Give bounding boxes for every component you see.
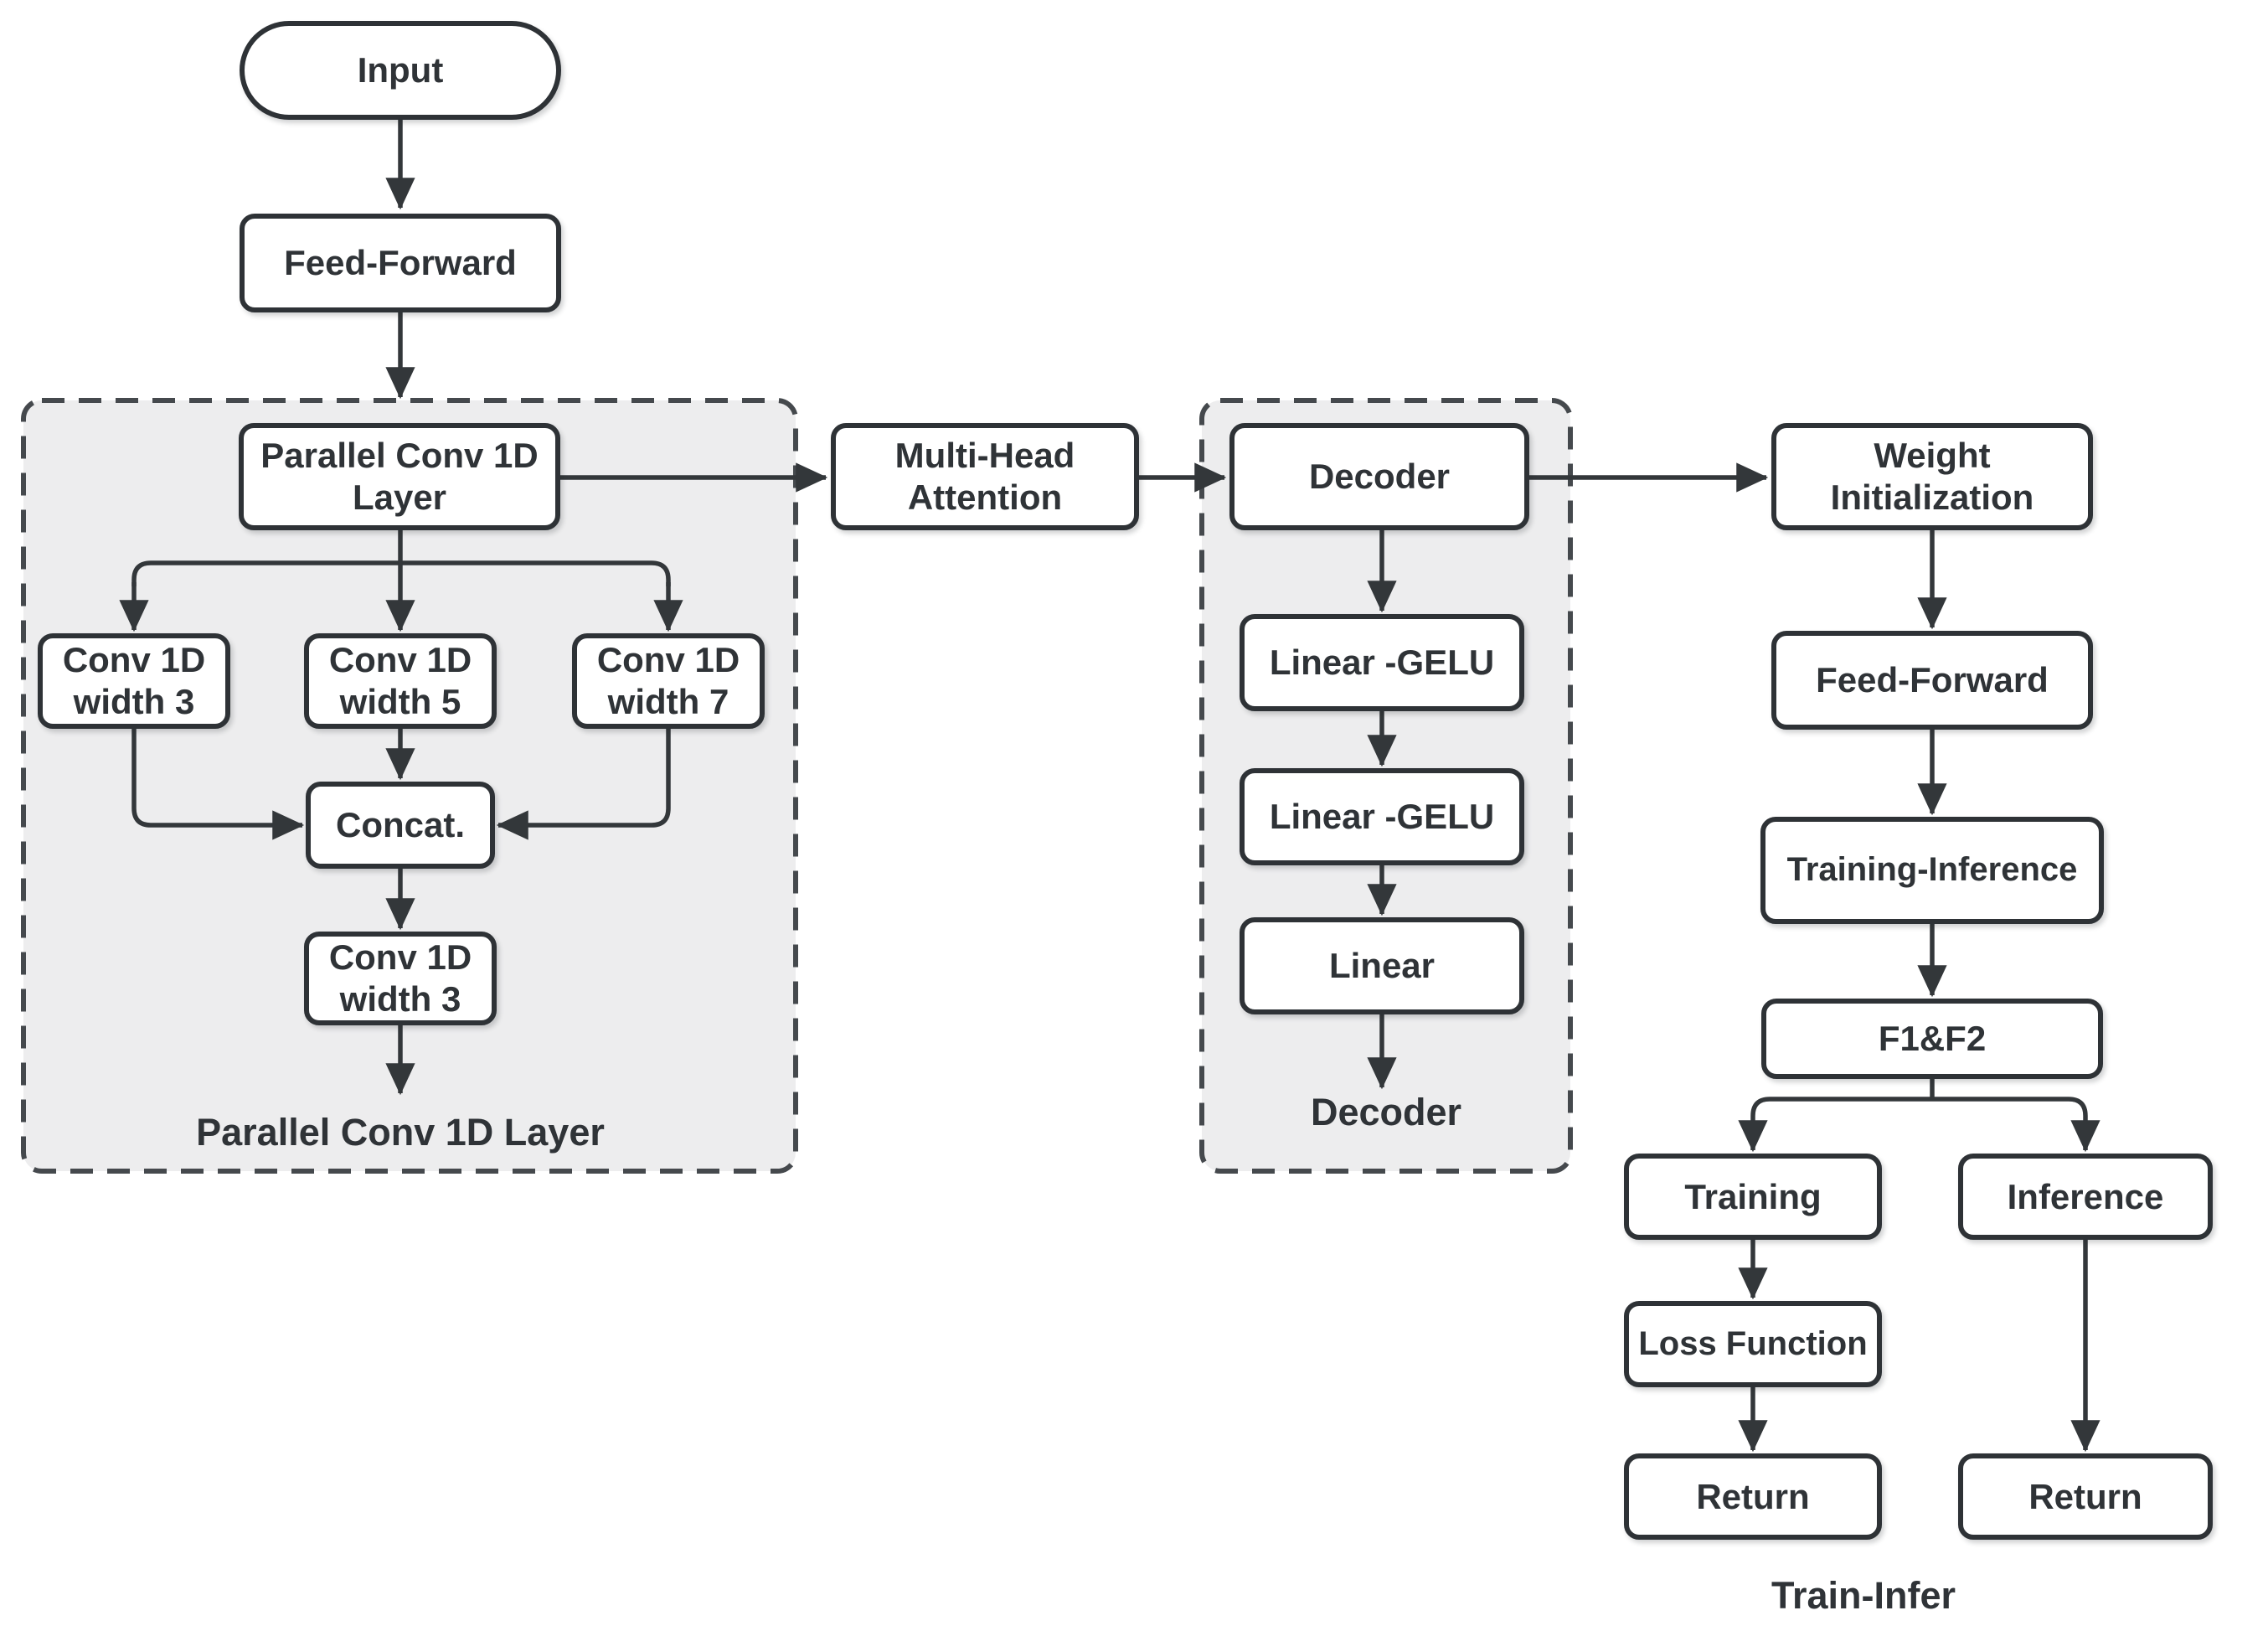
node-concat-label: Concat. [335,805,465,845]
node-feed-forward-2-label: Feed-Forward [1816,660,2049,700]
node-feed-forward-2: Feed-Forward [1771,631,2093,730]
node-conv-w3b-line1: Conv 1D [328,937,472,978]
node-weight-init-line2: Initialization [1830,477,2034,517]
node-training-inference-label: Training-Inference [1786,851,2078,889]
node-mha-line1: Multi-Head [894,436,1075,476]
edge-f1f2-to-inference [1932,1097,2100,1153]
edge-split-right-arm [400,560,671,586]
node-conv-1d-width-3: Conv 1D width 3 [38,633,230,729]
node-return-inference: Return [1958,1453,2213,1540]
node-conv-w3a-line1: Conv 1D [62,640,206,680]
node-concat: Concat. [306,782,495,869]
node-conv-w3b-line2: width 3 [339,979,461,1019]
node-conv-w5-line2: width 5 [339,682,461,721]
node-conv-w7-line2: width 7 [607,682,729,721]
node-conv-1d-width-3-b: Conv 1D width 3 [304,932,497,1025]
node-conv-1d-width-7: Conv 1D width 7 [572,633,765,729]
node-training-inference: Training-Inference [1760,817,2104,924]
node-return-inference-label: Return [2028,1476,2142,1516]
node-linear-gelu-2-label: Linear -GELU [1269,797,1495,837]
node-f1-f2: F1&F2 [1761,999,2103,1079]
caption-parallel-conv-group: Parallel Conv 1D Layer [196,1111,605,1154]
node-parallel-conv-layer-line1: Parallel Conv 1D [260,436,539,476]
node-linear-gelu-1: Linear -GELU [1240,614,1524,711]
node-parallel-conv-layer: Parallel Conv 1D Layer [239,423,560,530]
node-inference: Inference [1958,1154,2213,1240]
caption-train-infer: Train-Infer [1771,1574,1956,1617]
node-linear-gelu-2: Linear -GELU [1240,768,1524,865]
node-decoder-label: Decoder [1308,457,1451,497]
edge-convw7-to-concat [496,729,671,840]
node-conv-w3a-line2: width 3 [73,682,195,721]
node-return-training: Return [1624,1453,1882,1540]
node-multi-head-attention: Multi-Head Attention [831,423,1139,530]
node-inference-label: Inference [2007,1176,2164,1216]
node-parallel-conv-layer-line2: Layer [352,477,447,517]
node-weight-initialization: Weight Initialization [1771,423,2093,530]
node-return-training-label: Return [1696,1476,1810,1516]
edge-f1f2-to-training [1738,1097,1932,1153]
edge-split-left-arm [131,560,400,586]
node-linear-label: Linear [1328,946,1436,986]
node-decoder: Decoder [1229,423,1529,530]
node-loss-function-label: Loss Function [1638,1324,1868,1362]
node-conv-1d-width-5: Conv 1D width 5 [304,633,497,729]
node-conv-w7-line1: Conv 1D [596,640,740,680]
node-input-label: Input [357,50,444,90]
node-input: Input [240,21,561,120]
node-loss-function: Loss Function [1624,1301,1882,1387]
node-feed-forward-1-label: Feed-Forward [284,243,517,283]
edge-convw3-to-concat [131,729,305,840]
node-f1-f2-label: F1&F2 [1878,1019,1987,1059]
node-feed-forward-1: Feed-Forward [240,214,561,312]
caption-decoder-group: Decoder [1310,1091,1462,1133]
node-linear: Linear [1240,917,1524,1014]
node-conv-w5-line1: Conv 1D [328,640,472,680]
node-weight-init-line1: Weight [1874,436,1991,476]
node-linear-gelu-1-label: Linear -GELU [1269,643,1495,683]
node-mha-line2: Attention [907,477,1063,517]
node-training: Training [1624,1154,1882,1240]
node-training-label: Training [1684,1176,1822,1216]
